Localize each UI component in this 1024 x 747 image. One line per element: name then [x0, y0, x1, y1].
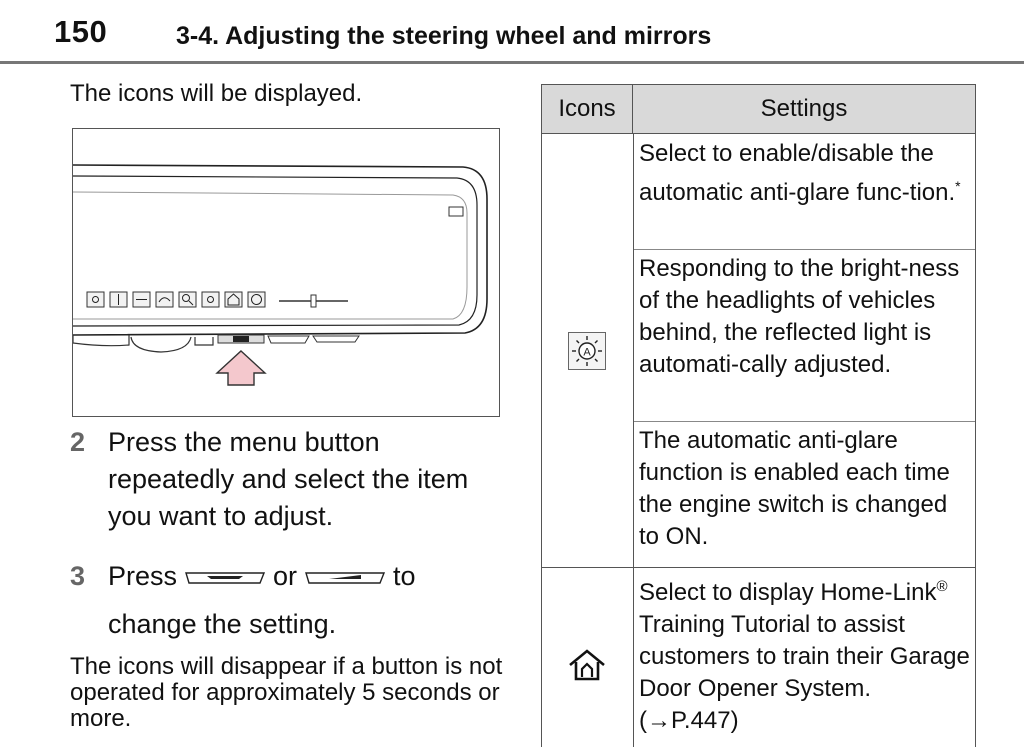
section-title: 3-4. Adjusting the steering wheel and mi…	[176, 22, 712, 50]
step-number: 2	[70, 427, 86, 457]
step-text-press: Press	[108, 561, 178, 591]
header-rule	[0, 61, 1024, 64]
step-text-or: or	[273, 561, 298, 591]
settings-paragraph: The automatic anti-glare function is ena…	[639, 427, 950, 550]
mirror-illustration	[72, 128, 500, 417]
table-header-settings: Settings	[633, 85, 975, 134]
settings-paragraph: Select to display Home-Link® Training Tu…	[639, 578, 970, 734]
step-number: 3	[70, 561, 86, 591]
left-button-icon	[185, 572, 266, 584]
right-button-icon	[305, 572, 386, 584]
settings-table: Icons Settings A Select to enable/disabl…	[541, 84, 976, 747]
svg-text:A: A	[583, 347, 591, 359]
step-3: 3 Press or to change the setting.	[70, 558, 500, 648]
table-header-icons: Icons	[542, 85, 633, 134]
step-text-to: to	[393, 561, 416, 591]
homelink-icon	[569, 649, 605, 681]
intro-text: The icons will be displayed.	[70, 80, 363, 107]
paragraph-divider	[634, 421, 975, 422]
settings-paragraph: Select to enable/disable the automatic a…	[639, 140, 961, 206]
settings-paragraph: Responding to the bright-ness of the hea…	[639, 255, 960, 378]
auto-anti-glare-icon: A	[568, 332, 606, 370]
step-text: Press the menu button repeatedly and sel…	[108, 427, 469, 531]
mirror-drawing	[73, 164, 488, 386]
page-number: 150	[54, 14, 108, 49]
column-divider	[633, 134, 634, 747]
step-text-line2: change the setting.	[108, 609, 337, 639]
step-text-line1: Press or to	[108, 558, 416, 595]
paragraph-divider	[634, 249, 975, 250]
page-header: 150 3-4. Adjusting the steering wheel an…	[0, 0, 1024, 64]
row-divider	[542, 567, 975, 568]
note-text: The icons will disappear if a button is …	[70, 653, 503, 732]
